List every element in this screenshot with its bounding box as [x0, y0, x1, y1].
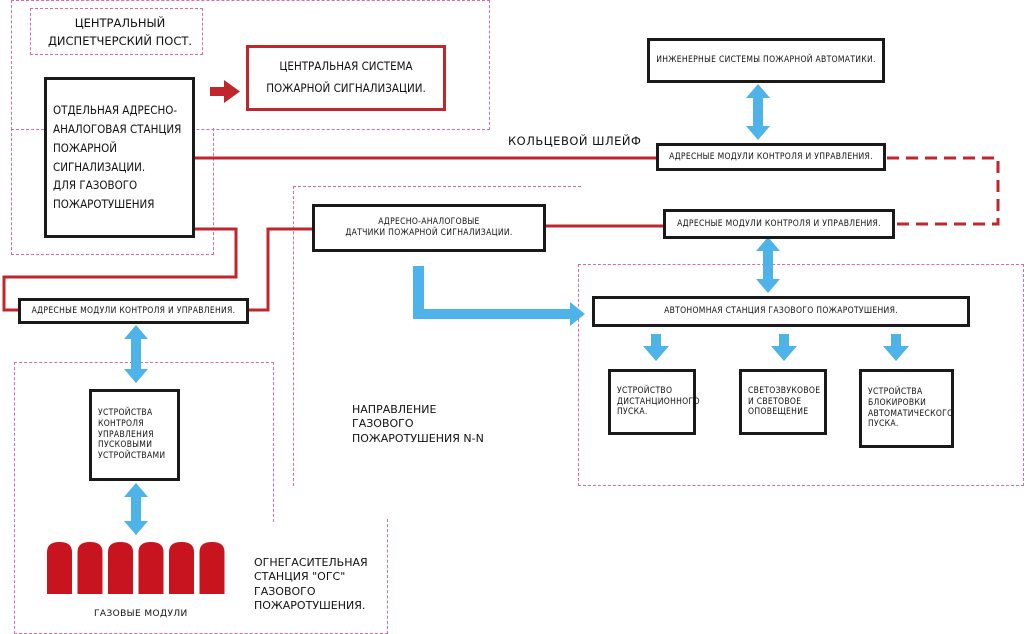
gas-cylinder	[138, 542, 164, 594]
gas-cylinder	[77, 542, 103, 594]
remote-start-box: УСТРОЙСТВО ДИСТАНЦИОННОГО ПУСКА.	[608, 369, 699, 435]
zone-dispatch-post	[11, 0, 490, 130]
modules-top-box: АДРЕСНЫЕ МОДУЛИ КОНТРОЛЯ И УПРАВЛЕНИЯ.	[656, 143, 886, 171]
red-wires	[2, 156, 664, 312]
gas-cylinder	[169, 542, 194, 594]
ring-loop-dashed	[887, 156, 1000, 226]
gas-modules-label: ГАЗОВЫЕ МОДУЛИ	[94, 609, 188, 619]
ring-loop-label: КОЛЬЦЕВОЙ ШЛЕЙФ	[508, 134, 642, 148]
gas-cylinder	[47, 542, 72, 594]
red-arrow	[210, 80, 240, 103]
blue-arrows	[124, 84, 909, 535]
wire-left-modules-sensors	[248, 227, 313, 312]
engineering-systems-box: ИНЖЕНЕРНЫЕ СИСТЕМЫ ПОЖАРНОЙ АВТОМАТИКИ.	[647, 38, 885, 83]
wire-station-left-modules	[2, 227, 238, 312]
auto-start-blocking-box: УСТРОЙСТВА БЛОКИРОВКИ АВТОМАТИЧЕСКОГО ПУ…	[859, 369, 954, 448]
fire-alarm-station-box: ОТДЕЛЬНАЯ АДРЕСНО- АНАЛОГОВАЯ СТАНЦИЯ ПО…	[44, 77, 195, 238]
ogs-station-label: ОГНЕГАСИТЕЛЬНАЯ СТАНЦИЯ "ОГС" ГАЗОВОГО П…	[254, 556, 368, 612]
dispatch-post-label: ЦЕНТРАЛЬНЫЙ ДИСПЕТЧЕРСКИЙ ПОСТ.	[47, 16, 193, 49]
zone-ogs	[14, 362, 274, 522]
zone-gas-direction	[293, 186, 581, 486]
control-devices-box: УСТРОЙСТВА КОНТРОЛЯ УПРАВЛЕНИЯ ПУСКОВЫМИ…	[89, 389, 180, 481]
zone-dispatch-label	[30, 8, 203, 55]
autonomous-station-box: АВТОНОМНАЯ СТАНЦИЯ ГАЗОВОГО ПОЖАРОТУШЕНИ…	[592, 296, 970, 327]
central-fire-system-box: ЦЕНТРАЛЬНАЯ СИСТЕМА ПОЖАРНОЙ СИГНАЛИЗАЦИ…	[246, 45, 446, 111]
gas-cylinder	[199, 542, 225, 594]
sensors-box: АДРЕСНО-АНАЛОГОВЫЕ ДАТЧИКИ ПОЖАРНОЙ СИГН…	[312, 204, 546, 252]
modules-mid-box: АДРЕСНЫЕ МОДУЛИ КОНТРОЛЯ И УПРАВЛЕНИЯ.	[663, 209, 895, 239]
alarm-notification-box: СВЕТОЗВУКОВОЕ И СВЕТОВОЕ ОПОВЕЩЕНИЕ	[739, 369, 827, 435]
gas-cylinders	[47, 542, 225, 594]
modules-left-box: АДРЕСНЫЕ МОДУЛИ КОНТРОЛЯ И УПРАВЛЕНИЯ.	[18, 298, 249, 324]
gas-cylinder	[108, 542, 133, 594]
zone-station	[11, 128, 214, 255]
gas-direction-label: НАПРАВЛЕНИЕ ГАЗОВОГО ПОЖАРОТУШЕНИЯ N-N	[352, 403, 484, 445]
